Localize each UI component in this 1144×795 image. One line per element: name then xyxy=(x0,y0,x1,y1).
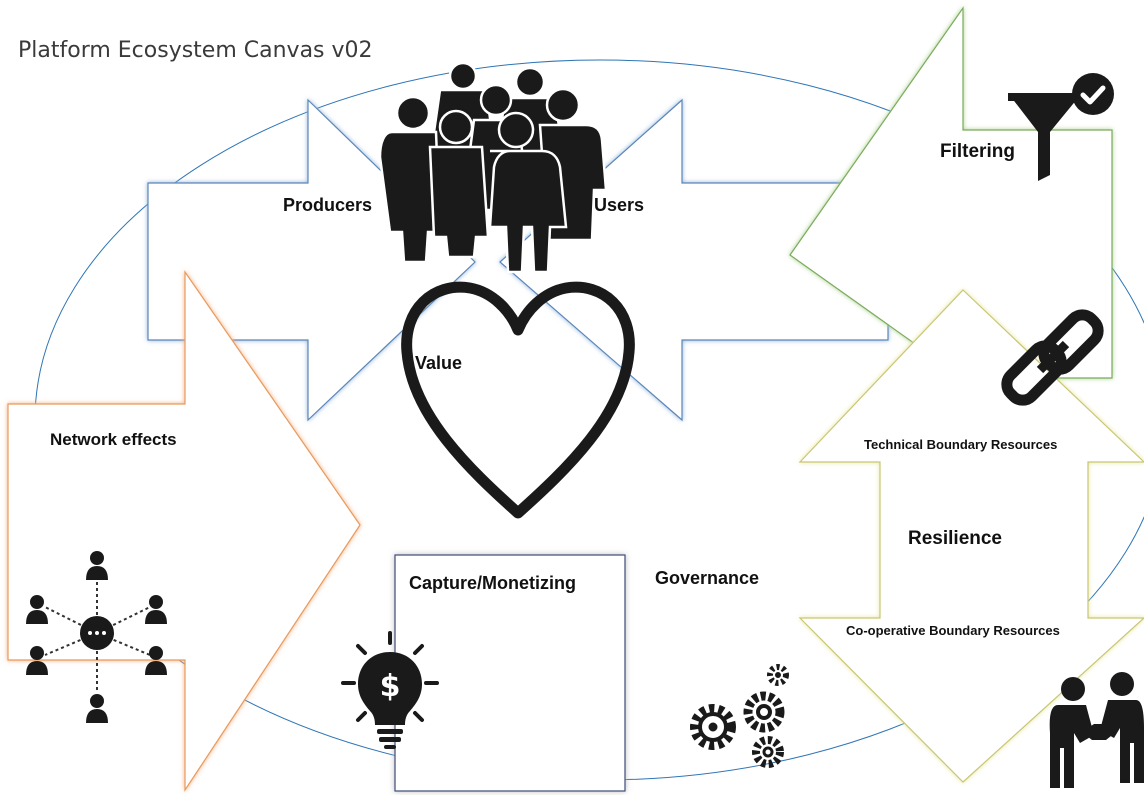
label-technical-boundary-resources: Technical Boundary Resources xyxy=(864,437,1058,452)
lightbulb-dollar-icon: $ xyxy=(341,631,439,749)
label-filtering: Filtering xyxy=(940,141,1015,162)
heart-icon xyxy=(401,281,635,519)
label-resilience: Resilience xyxy=(908,528,1002,549)
gears-icon xyxy=(690,664,789,768)
svg-text:$: $ xyxy=(380,669,401,704)
network-people-icon xyxy=(26,551,167,723)
network-effects-arrow xyxy=(7,270,361,792)
people-crowd-icon xyxy=(378,61,608,274)
label-value: Value xyxy=(415,353,463,373)
label-capture-monetizing: Capture/Monetizing xyxy=(409,573,576,593)
handshake-icon xyxy=(1049,672,1144,788)
capture-box xyxy=(394,554,626,792)
label-network-effects: Network effects xyxy=(50,430,177,449)
label-cooperative-boundary-resources: Co-operative Boundary Resources xyxy=(846,623,1060,638)
label-governance: Governance xyxy=(655,568,760,588)
label-users: Users xyxy=(594,195,645,215)
page-title: Platform Ecosystem Canvas v02 xyxy=(18,38,373,63)
funnel-check-icon xyxy=(1008,73,1114,181)
filtering-arrow xyxy=(789,6,1113,379)
label-producers: Producers xyxy=(283,195,373,215)
resilience-arrow xyxy=(798,289,1144,783)
chain-link-icon xyxy=(1001,309,1104,406)
